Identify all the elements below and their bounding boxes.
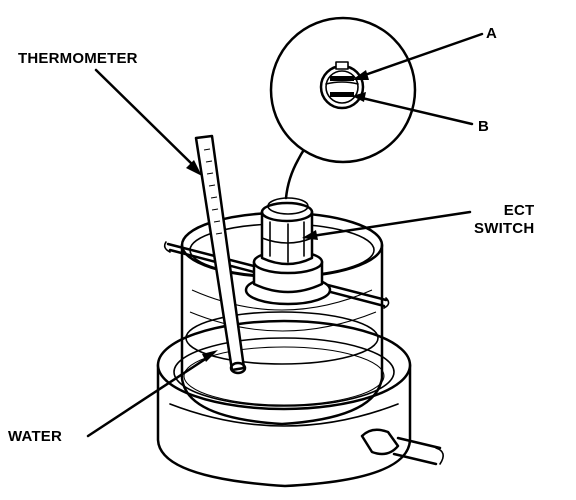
water-surface [185,311,379,365]
ect-switch [244,197,332,306]
ect-switch-label: ECT SWITCH [474,202,534,238]
leader-lines [86,32,484,438]
terminal-b-label: B [478,118,490,135]
terminal-a-label: A [486,25,498,42]
connector-detail [269,16,417,164]
water-label: WATER [8,428,63,445]
thermometer [194,134,247,375]
ect-switch-label-line2: SWITCH [474,220,535,237]
terminal-b [330,92,354,97]
ect-switch-label-line1: ECT [503,202,535,219]
heater-base [156,319,444,488]
power-cord [360,428,444,466]
terminal-a [330,76,354,81]
thermometer-label: THERMOMETER [18,50,138,67]
